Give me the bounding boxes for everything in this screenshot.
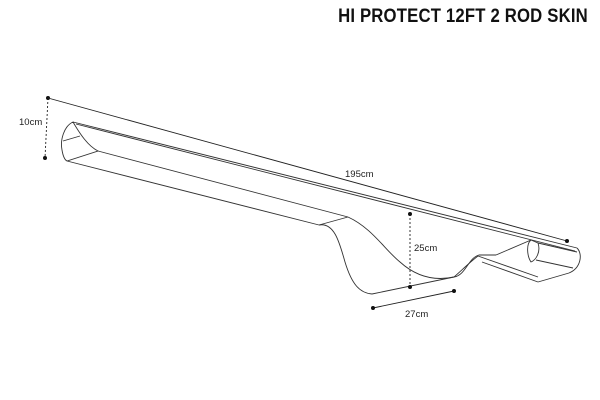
width-label: 27cm	[405, 309, 428, 320]
depth-label: 25cm	[414, 243, 437, 254]
depth-dimension: 25cm	[408, 212, 437, 289]
length-dimension: 195cm	[47, 97, 569, 243]
product-title: HI PROTECT 12FT 2 ROD SKIN	[338, 6, 588, 27]
length-label: 195cm	[345, 169, 374, 180]
height-label: 10cm	[19, 117, 42, 128]
height-dimension: 10cm	[19, 96, 50, 160]
rod-skin-outline	[61, 121, 581, 295]
width-dimension: 27cm	[371, 289, 456, 320]
